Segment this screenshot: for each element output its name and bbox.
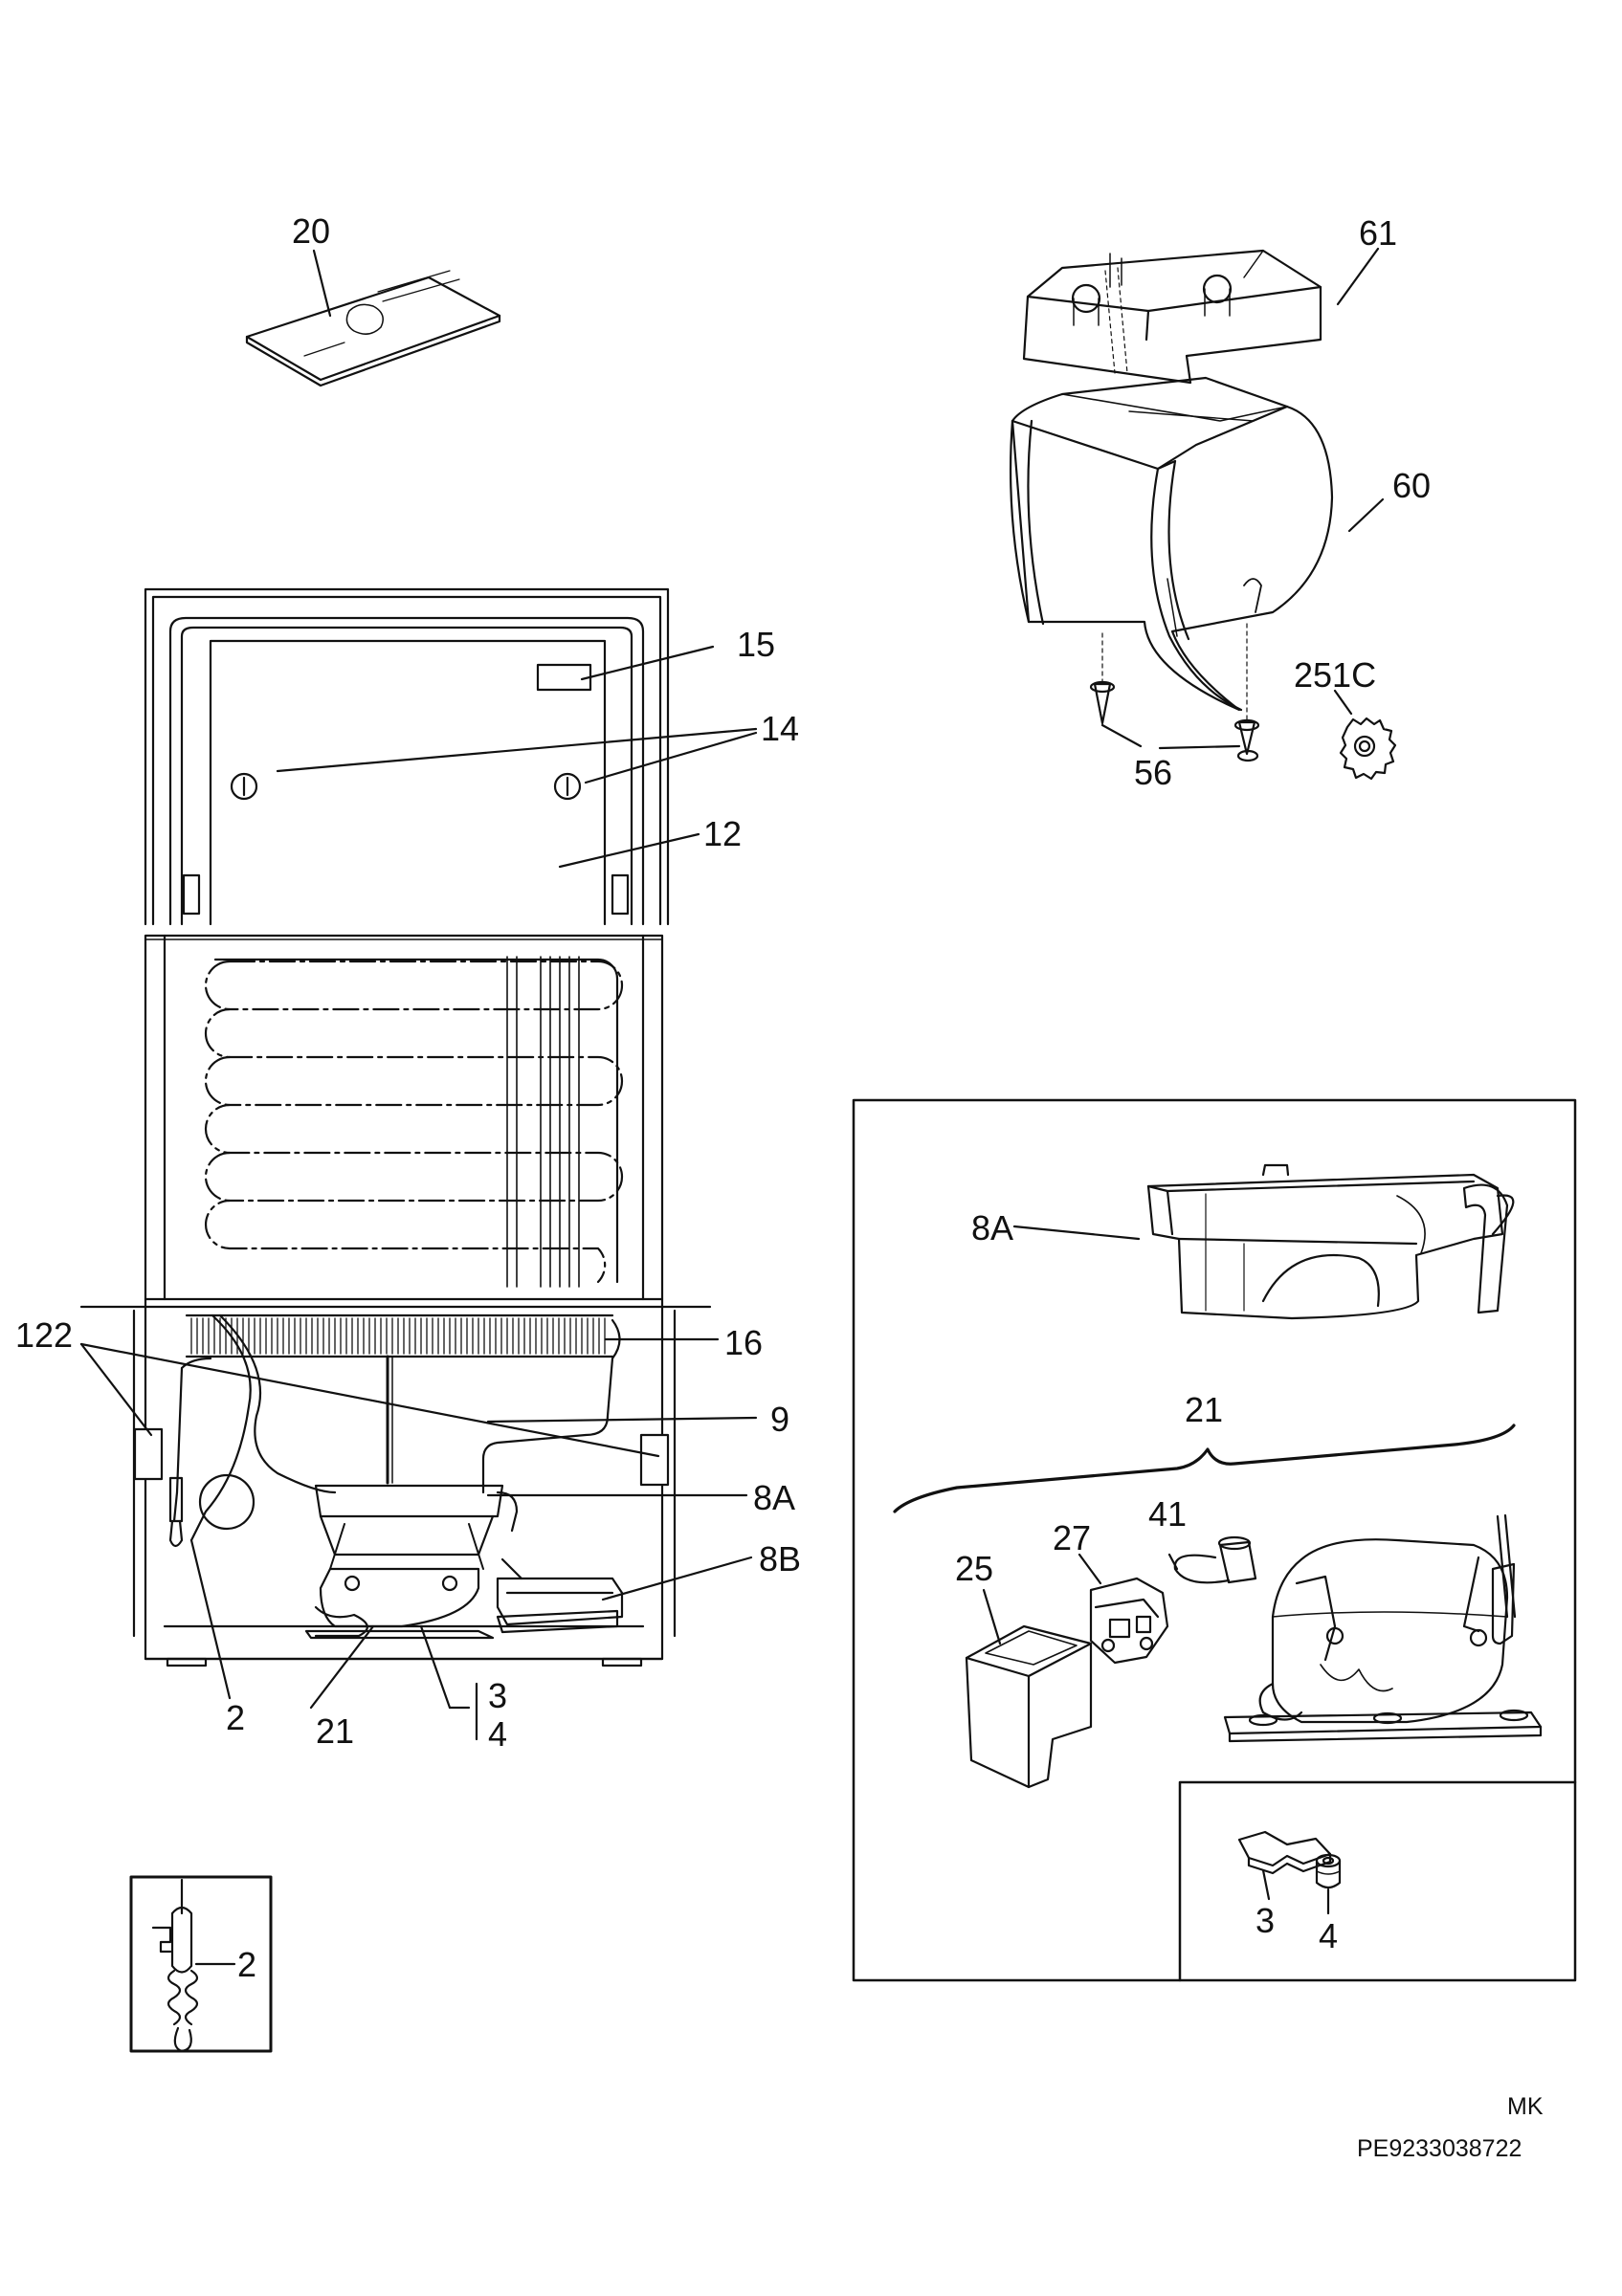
label-25: 25 [955,1549,994,1588]
compressor-assembly-drawing [304,1484,624,1640]
label-8b: 8B [759,1539,802,1578]
tape-122-left [133,1427,164,1481]
label-8a-box: 8A [971,1208,1014,1247]
label-56: 56 [1134,753,1173,792]
tape-122-right [639,1433,670,1487]
label-16: 16 [724,1323,764,1362]
knob-251c-drawing [1339,717,1397,781]
label-20: 20 [292,211,331,251]
leader-3-box [1261,1868,1271,1901]
leader-251c [1333,689,1353,716]
relay-27-drawing [1089,1577,1169,1665]
leader-27 [1078,1553,1102,1585]
label-4-box: 4 [1319,1916,1339,1955]
screws-56-drawing [1089,623,1260,762]
label-3: 3 [488,1676,508,1715]
label-60: 60 [1392,466,1432,505]
label-3-box: 3 [1255,1901,1276,1940]
leader-3-4 [419,1624,452,1710]
leader-122b [79,1342,660,1458]
leader-56a [1100,723,1143,748]
leader-8a-box [1012,1225,1141,1241]
leader-20 [312,249,332,318]
cabinet-back-drawing [79,934,712,1667]
brace-21 [893,1424,1516,1513]
thermostat-bulb-detail-drawing [151,1878,199,2053]
label-27: 27 [1053,1518,1092,1557]
footer-code: MK [1507,2093,1544,2120]
compressor-detail-drawing [1223,1513,1543,1743]
evaporator-coil-drawing [204,960,624,1284]
label-41: 41 [1148,1494,1188,1534]
capacitor-41-drawing [1167,1535,1257,1584]
leader-21 [309,1624,375,1710]
cover-25-drawing [965,1624,1093,1789]
condenser-drawing [185,1314,621,1494]
leader-14b [584,731,758,784]
leader-60 [1347,497,1385,533]
tray-8a-detail-drawing [1146,1163,1515,1320]
label-9: 9 [770,1400,790,1439]
footer-part-number: PE9233038722 [1357,2135,1522,2162]
label-61: 61 [1359,213,1398,253]
leader-9 [486,1416,758,1424]
leader-61 [1336,247,1380,306]
door-drawing [144,587,670,926]
label-8a: 8A [753,1478,796,1517]
compressor-detail-box [852,1098,1577,1982]
label-251c: 251C [1294,655,1377,695]
leader-2 [189,1538,232,1700]
leader-15 [580,645,715,681]
leader-25 [982,1588,1002,1645]
leader-56b [1158,744,1241,750]
label-122: 122 [15,1315,74,1355]
label-21-box: 21 [1185,1390,1224,1429]
grommet-4-drawing [1315,1853,1342,1889]
label-21: 21 [316,1711,355,1751]
leader-14a [276,727,758,773]
capillary-tube-drawing [168,1314,337,1548]
label-2: 2 [226,1698,246,1737]
label-12: 12 [703,814,743,853]
detail-inset-frame [129,1875,273,2053]
label-15: 15 [737,625,776,664]
thermostat-housing-top-drawing [1022,249,1322,385]
thermostat-housing-body-drawing [1009,376,1334,712]
leader-122a [79,1342,153,1437]
instruction-booklet-drawing [245,270,501,387]
label-14: 14 [761,709,800,748]
label-2-detail: 2 [237,1945,257,1984]
leader-12 [558,832,700,869]
leader-8b [601,1556,753,1601]
label-4: 4 [488,1714,508,1754]
